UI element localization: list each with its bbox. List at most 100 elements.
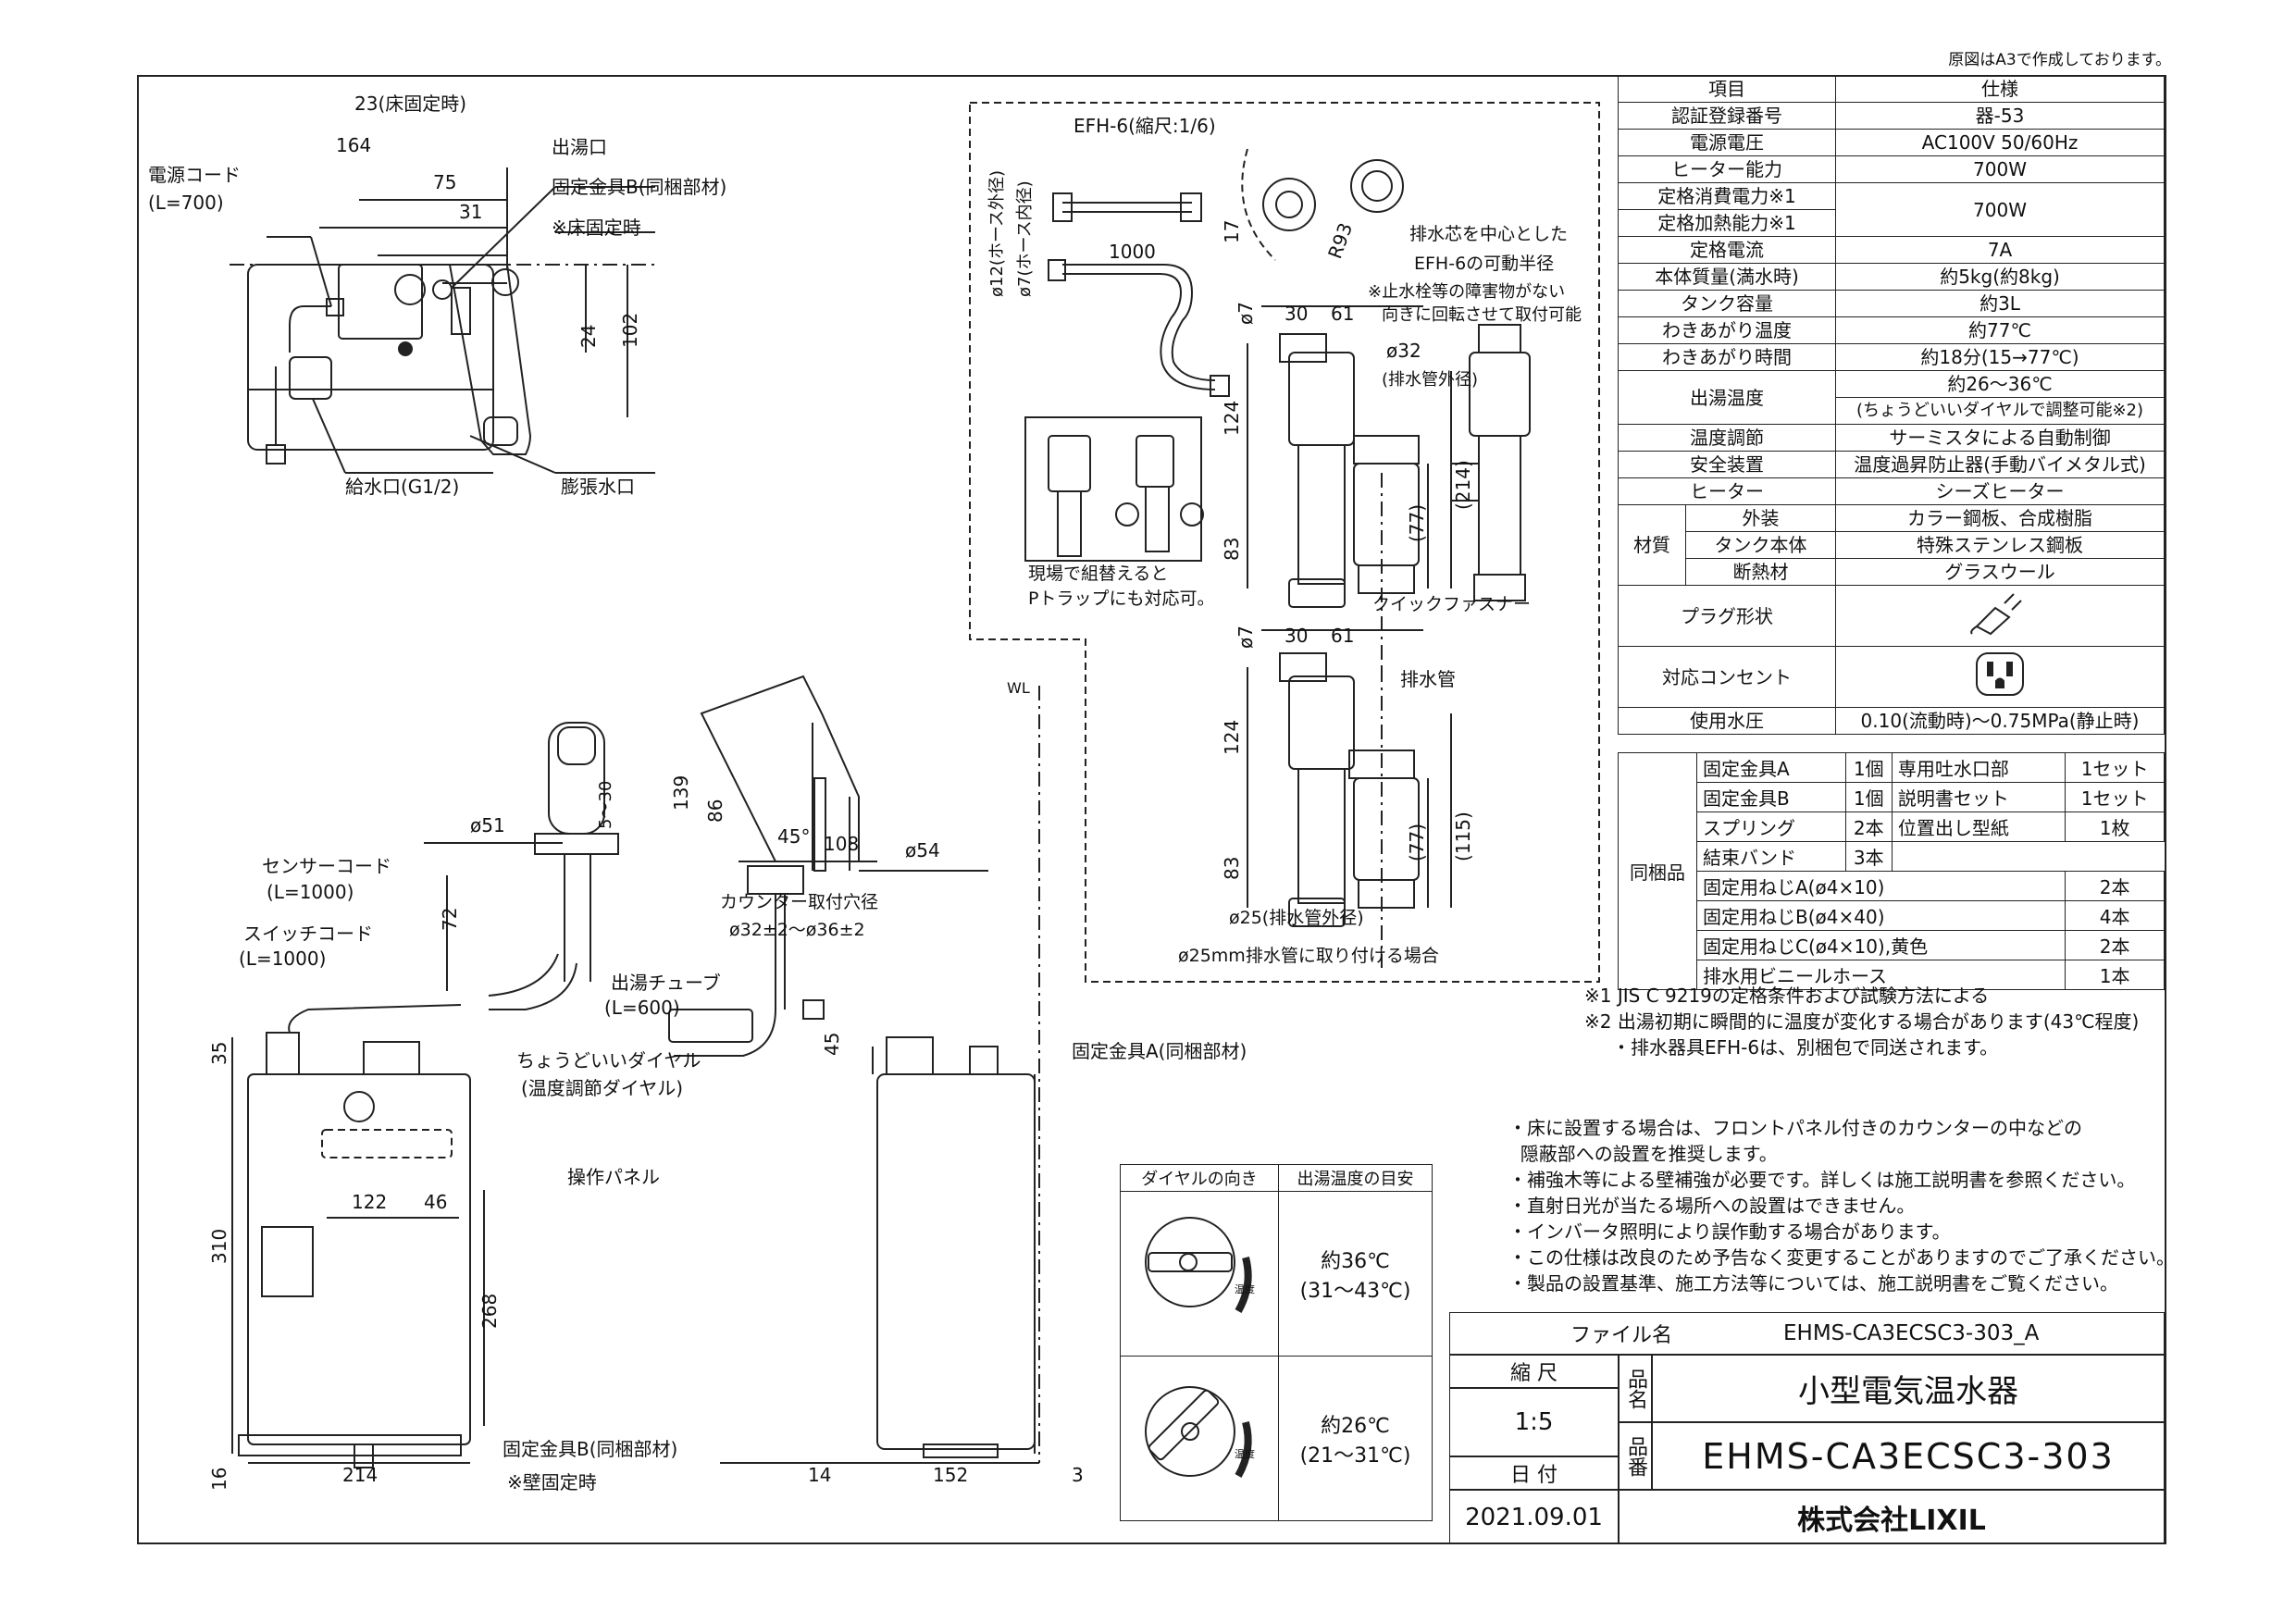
label-floor-fix-top: ※床固定時	[552, 217, 641, 239]
label-wl: WL	[1007, 679, 1030, 697]
spec-label: 本体質量(満水時)	[1617, 263, 1837, 291]
bundle-item: 固定用ねじB(ø4×40)	[1695, 900, 2066, 931]
bundle-qty: 1枚	[2065, 812, 2165, 842]
product-number: EHMS-CA3ECSC3-303	[1652, 1422, 2165, 1490]
label-counter-dim: ø32±2〜ø36±2	[729, 920, 865, 940]
note-line: ・床に設置する場合は、フロントパネル付きのカウンターの中などの	[1508, 1117, 2082, 1139]
d-115: (115)	[1452, 812, 1474, 861]
dim-23: 23(床固定時)	[354, 93, 466, 115]
d-46: 46	[424, 1191, 447, 1213]
d-30a: 30	[1285, 303, 1308, 325]
d-214b: 214	[342, 1464, 378, 1486]
spec-value: 0.10(流動時)〜0.75MPa(静止時)	[1835, 707, 2165, 735]
top-view-body	[247, 264, 494, 451]
spec-label: 認証登録番号	[1617, 102, 1837, 130]
spec-value: グラスウール	[1835, 558, 2165, 586]
efh-1000: 1000	[1109, 241, 1156, 263]
spec-value: AC100V 50/60Hz	[1835, 129, 2165, 156]
bundle-item: 専用吐水口部	[1891, 752, 2066, 783]
label-bracket-b-top: 固定金具B(同梱部材)	[552, 176, 726, 198]
spec-value: 器-53	[1835, 102, 2165, 130]
dial-36-icon: 温度	[1120, 1191, 1279, 1357]
footnote-3: ・排水器具EFH-6は、別梱包で同送されます。	[1612, 1036, 1999, 1059]
spec-value: 約18分(15→77℃)	[1835, 343, 2165, 371]
label-switch-cord: スイッチコード	[243, 923, 373, 945]
note-line: ・インバータ照明により誤作動する場合があります。	[1508, 1220, 1951, 1243]
bundle-item: スプリング	[1696, 812, 1846, 842]
label-drain-pipe: 排水管	[1400, 668, 1456, 690]
d-214: (214)	[1452, 460, 1474, 510]
product-name: 小型電気温水器	[1652, 1355, 2165, 1422]
label-sensor-cord: センサーコード	[262, 855, 391, 877]
bundle-qty: 2本	[1844, 812, 1893, 842]
technical-drawing: 電源コード (L=700) 23(床固定時) 164 75 31 出湯口 固定金…	[148, 93, 1600, 1493]
spec-value: 約77℃	[1835, 316, 2165, 344]
note-line: ・この仕様は改良のため予告なく変更することがありますのでご了承ください。	[1508, 1246, 2175, 1269]
efh-17: 17	[1221, 220, 1243, 243]
note-line: ・直射日光が当たる場所への設置はできません。	[1508, 1195, 1916, 1217]
d-phi54: ø54	[905, 839, 940, 861]
bundle-table: 同梱品 固定金具A 1個 専用吐水口部 1セット 固定金具B 1個 説明書セット…	[1618, 752, 2165, 990]
d-3: 3	[1072, 1464, 1084, 1486]
spec-label: 定格消費電力※1	[1617, 182, 1837, 210]
d-drain-outer: (排水管外径)	[1382, 370, 1478, 390]
label-counter-hole: カウンター取付穴径	[720, 892, 878, 912]
efh-r93: R93	[1323, 220, 1357, 262]
label-switch-len: (L=1000)	[239, 948, 326, 970]
file-name: EHMS-CA3ECSC3-303_A	[1783, 1321, 2040, 1345]
d-124a: 124	[1221, 401, 1243, 436]
note-line: ・製品の設置基準、施工方法等については、施工説明書をご覧ください。	[1508, 1272, 2118, 1295]
spec-head-value: 仕様	[1835, 75, 2165, 103]
label-dial-sub: (温度調節ダイヤル)	[521, 1077, 683, 1099]
dial-36-value: 約36℃	[1321, 1249, 1390, 1273]
spec-outlet-label: 対応コンセント	[1617, 646, 1837, 708]
bundle-item: 結束バンド	[1696, 841, 1846, 872]
d-phi25: ø25(排水管外径)	[1229, 908, 1364, 928]
phi25-case: ø25mm排水管に取り付ける場合	[1178, 946, 1439, 966]
dial-26-value: 約26℃	[1321, 1414, 1390, 1438]
label-outlet-tube: 出湯チューブ	[611, 972, 721, 994]
spec-head-item: 項目	[1617, 75, 1837, 103]
ptrap2: Pトラップにも対応可。	[1028, 588, 1214, 609]
outlet-icon	[1835, 646, 2165, 708]
file-label: ファイル名	[1570, 1324, 1673, 1347]
spec-label: 定格加熱能力※1	[1617, 209, 1837, 237]
label-inlet: 給水口(G1/2)	[345, 476, 459, 498]
d-35: 35	[208, 1042, 230, 1065]
plug-icon	[1835, 585, 2165, 647]
d-phi7b: ø7	[1235, 626, 1257, 649]
d-61a: 61	[1331, 303, 1354, 325]
label-outlet: 出湯口	[552, 136, 607, 158]
spec-label: 安全装置	[1617, 451, 1837, 478]
bundle-qty: 3本	[1844, 841, 1893, 872]
note-line: 隠蔽部への設置を推奨します。	[1508, 1143, 1778, 1165]
company-name: 株式会社LIXIL	[1619, 1490, 2165, 1544]
label-quick: クイックファスナー	[1372, 594, 1531, 614]
title-block: ファイル名 EHMS-CA3ECSC3-303_A 縮 尺 1:5 日 付 20…	[1449, 1312, 2165, 1544]
label-power-cord-len: (L=700)	[148, 192, 224, 214]
efh-outer: ø12(ホース外径)	[987, 170, 1007, 297]
bundle-qty: 4本	[2065, 900, 2165, 931]
spec-value: サーミスタによる自動制御	[1835, 424, 2165, 452]
efh-note3: ※止水栓等の障害物がない	[1368, 282, 1565, 302]
bundle-label: 同梱品	[1618, 752, 1697, 990]
spec-value: 特殊ステンレス鋼板	[1835, 531, 2165, 559]
label-tube-len: (L=600)	[604, 997, 680, 1019]
spec-plug-label: プラグ形状	[1617, 585, 1837, 647]
bundle-item: 固定用ねじA(ø4×10)	[1695, 871, 2066, 901]
bundle-qty: 1個	[1844, 782, 1893, 812]
date-label: 日 付	[1449, 1456, 1619, 1490]
efh-title: EFH-6(縮尺:1/6)	[1074, 115, 1216, 137]
top-note: 原図はA3で作成しております。	[1948, 51, 2171, 69]
spec-label: 断熱材	[1684, 558, 1837, 586]
d-152: 152	[933, 1464, 968, 1486]
spec-label: タンク容量	[1617, 290, 1837, 317]
d-310: 310	[208, 1229, 230, 1264]
dim-164: 164	[336, 134, 371, 156]
bundle-item: 固定金具A	[1696, 752, 1846, 783]
spec-value: シーズヒーター	[1835, 477, 2165, 505]
unit-side	[876, 1073, 1036, 1450]
footnote-1: ※1 JIS C 9219の定格条件および試験方法による	[1584, 985, 1990, 1007]
bundle-item: 固定用ねじC(ø4×10),黄色	[1695, 930, 2066, 960]
